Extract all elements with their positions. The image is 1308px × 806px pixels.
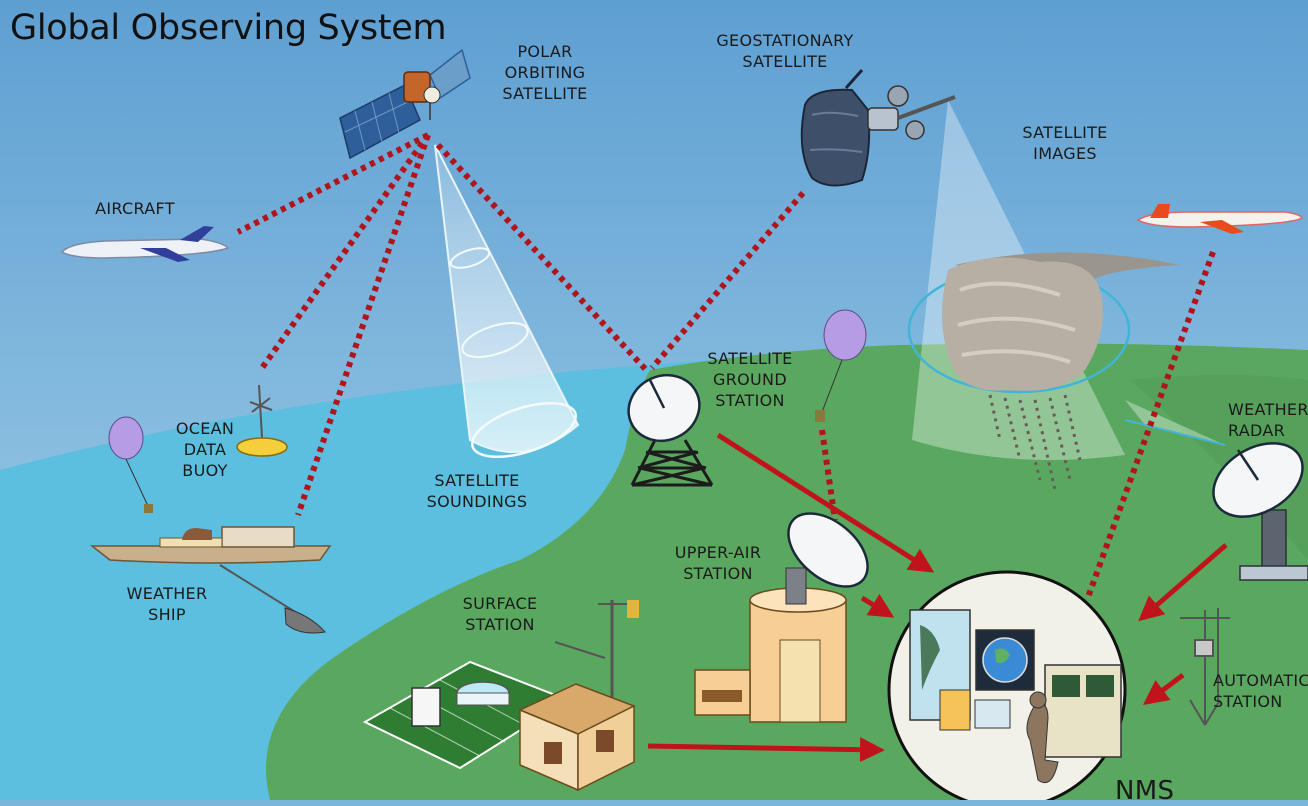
nms-center-icon bbox=[887, 570, 1127, 800]
weather-balloon-ship-icon bbox=[108, 416, 153, 513]
arrows-to-nms bbox=[647, 432, 1228, 763]
label-nms: NMS bbox=[1115, 776, 1175, 806]
label-upper-air-station: UPPER-AIR STATION bbox=[674, 543, 762, 583]
label-aircraft: AIRCRAFT bbox=[95, 199, 175, 218]
label-geostationary-satellite: GEOSTATIONARY SATELLITE bbox=[716, 31, 854, 71]
aircraft-icon bbox=[60, 226, 230, 262]
geostationary-satellite-icon bbox=[800, 69, 956, 187]
label-weather-radar: WEATHER RADAR bbox=[1228, 400, 1308, 440]
weather-radar-icon bbox=[1212, 442, 1308, 581]
land-shadow bbox=[1130, 375, 1308, 560]
rain-streaks bbox=[988, 394, 1082, 491]
data-links bbox=[236, 132, 1216, 602]
aircraft-right-icon bbox=[1136, 204, 1303, 234]
weather-ship-icon bbox=[89, 526, 332, 634]
automatic-station-icon bbox=[1180, 608, 1230, 726]
weather-balloon-upper-air-icon bbox=[815, 309, 867, 422]
label-weather-ship: WEATHER SHIP bbox=[126, 584, 208, 624]
label-polar-orbiting-satellite: POLAR ORBITING SATELLITE bbox=[502, 42, 588, 103]
storm-cloud bbox=[941, 252, 1180, 391]
label-surface-station: SURFACE STATION bbox=[462, 594, 538, 634]
label-satellite-images: SATELLITE IMAGES bbox=[1022, 123, 1108, 163]
label-satellite-ground-station: SATELLITE GROUND STATION bbox=[707, 349, 793, 410]
polar-orbiting-satellite-icon bbox=[339, 48, 471, 160]
upper-air-station-icon bbox=[694, 512, 869, 723]
ocean-data-buoy-icon bbox=[236, 384, 288, 457]
label-ocean-data-buoy: OCEAN DATA BUOY bbox=[175, 419, 235, 480]
satellite-soundings-beam bbox=[434, 144, 580, 459]
page-title: Global Observing System bbox=[10, 8, 447, 48]
surface-station-icon bbox=[362, 600, 639, 792]
label-satellite-soundings: SATELLITE SOUNDINGS bbox=[426, 471, 528, 511]
label-automatic-station: AUTOMATIC STATION bbox=[1213, 671, 1308, 711]
satellite-ground-station-icon bbox=[627, 373, 714, 487]
